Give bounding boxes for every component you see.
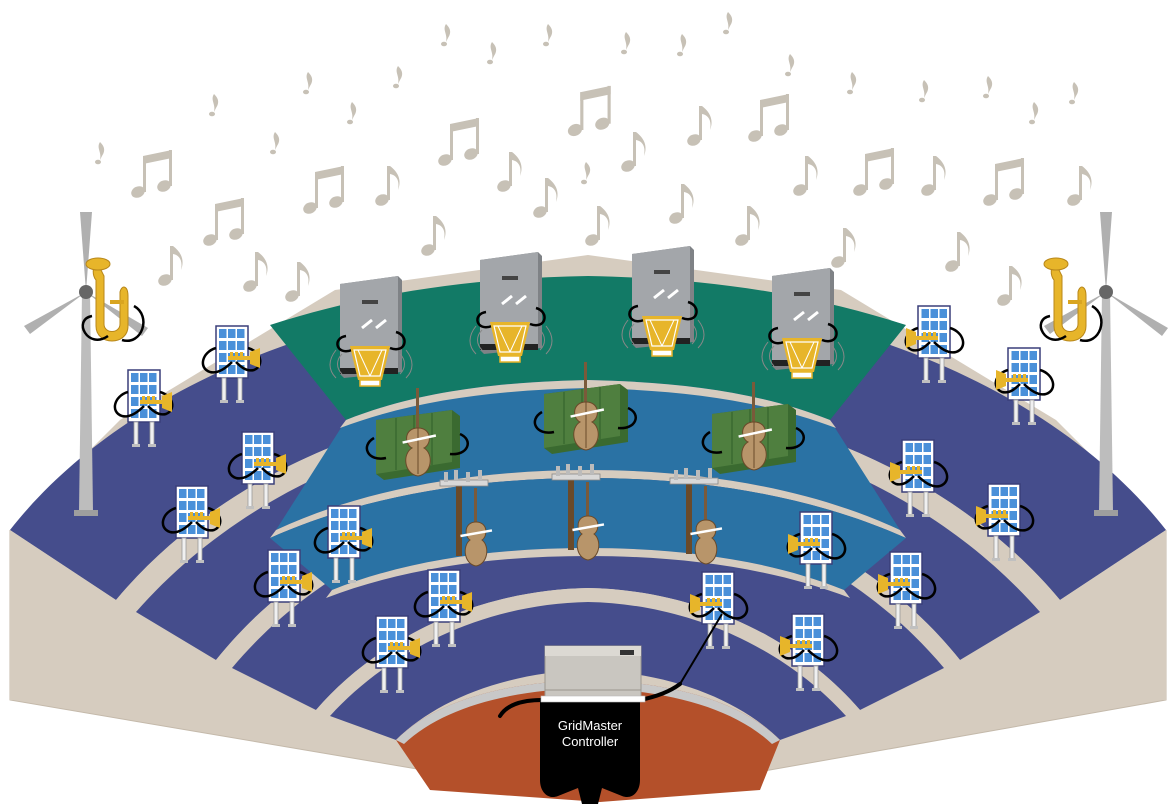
battery-drummer xyxy=(330,276,412,386)
controller-label-line1: GridMaster xyxy=(558,718,623,733)
controller-body xyxy=(540,700,640,804)
battery-drummer xyxy=(762,268,844,378)
controller-label-line2: Controller xyxy=(562,734,619,749)
battery-drummer xyxy=(470,252,552,362)
battery-drummer xyxy=(622,246,704,356)
